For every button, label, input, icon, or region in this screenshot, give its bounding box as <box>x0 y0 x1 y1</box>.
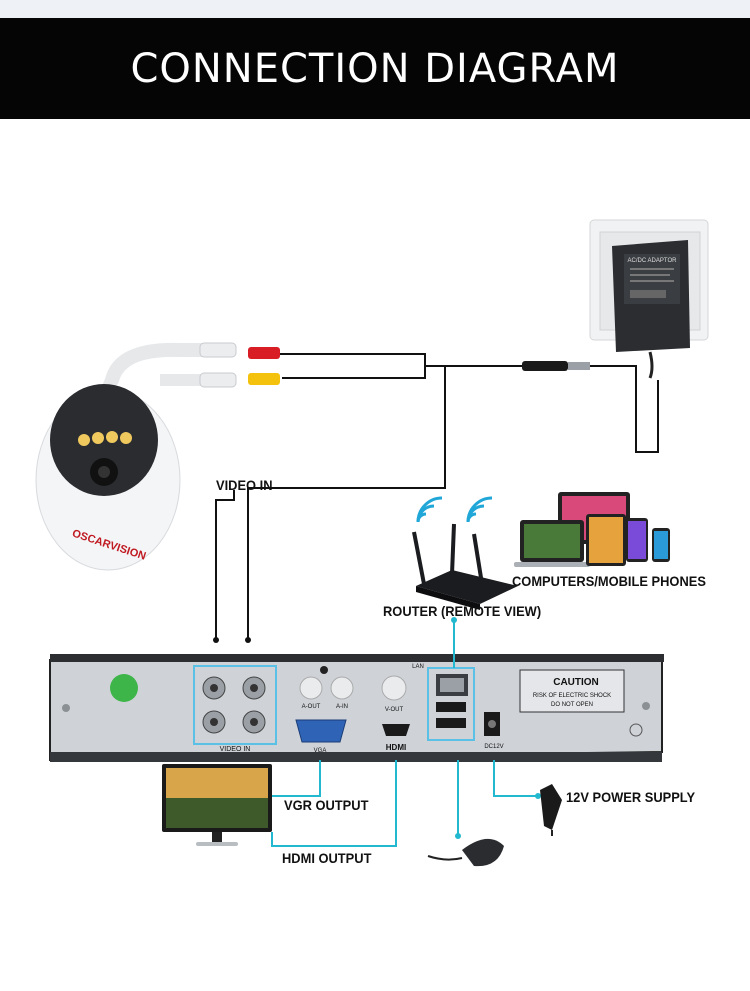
power-adapter: AC/DC ADAPTOR <box>589 219 709 379</box>
port-label-hdmi: HDMI <box>386 743 406 752</box>
mouse <box>427 838 504 867</box>
computers-mobile-devices <box>514 492 670 567</box>
router <box>412 523 518 610</box>
port-label-lan: LAN <box>412 664 424 670</box>
port-label-vga: VGA <box>314 748 327 754</box>
port-label-video-in: VIDEO IN <box>220 746 251 753</box>
wifi-icon <box>416 496 493 523</box>
power-supply-brick <box>540 784 562 836</box>
monitor <box>162 764 272 846</box>
caution-line-2: DO NOT OPEN <box>551 702 593 708</box>
cable-connectors <box>213 361 590 643</box>
label-router: ROUTER (REMOTE VIEW) <box>383 603 542 619</box>
dvr-recorder: VIDEO IN A-OUT A-IN V-OUT VGA HDMI LAN D… <box>49 654 664 762</box>
port-label-dc: DC12V <box>484 744 503 750</box>
label-hdmi-output: HDMI OUTPUT <box>282 850 372 866</box>
label-vgr-output: VGR OUTPUT <box>284 797 369 813</box>
port-label-a-out: A-OUT <box>302 704 321 710</box>
cyan-dots <box>451 617 541 839</box>
label-video-in: VIDEO IN <box>216 477 273 493</box>
cyan-connectors <box>271 620 538 847</box>
title-banner: CONNECTION DIAGRAM <box>0 18 750 119</box>
page-title: CONNECTION DIAGRAM <box>130 45 620 92</box>
dome-camera: OSCARVISION <box>35 342 280 571</box>
caution-line-1: RISK OF ELECTRIC SHOCK <box>533 693 611 699</box>
adapter-label: AC/DC ADAPTOR <box>628 258 678 264</box>
port-label-a-in: A-IN <box>336 704 348 710</box>
top-strip <box>0 0 750 18</box>
label-computers: COMPUTERS/MOBILE PHONES <box>512 573 706 589</box>
port-label-v-out: V-OUT <box>385 707 404 713</box>
label-power-supply: 12V POWER SUPPLY <box>566 789 696 805</box>
caution-title: CAUTION <box>553 677 599 688</box>
